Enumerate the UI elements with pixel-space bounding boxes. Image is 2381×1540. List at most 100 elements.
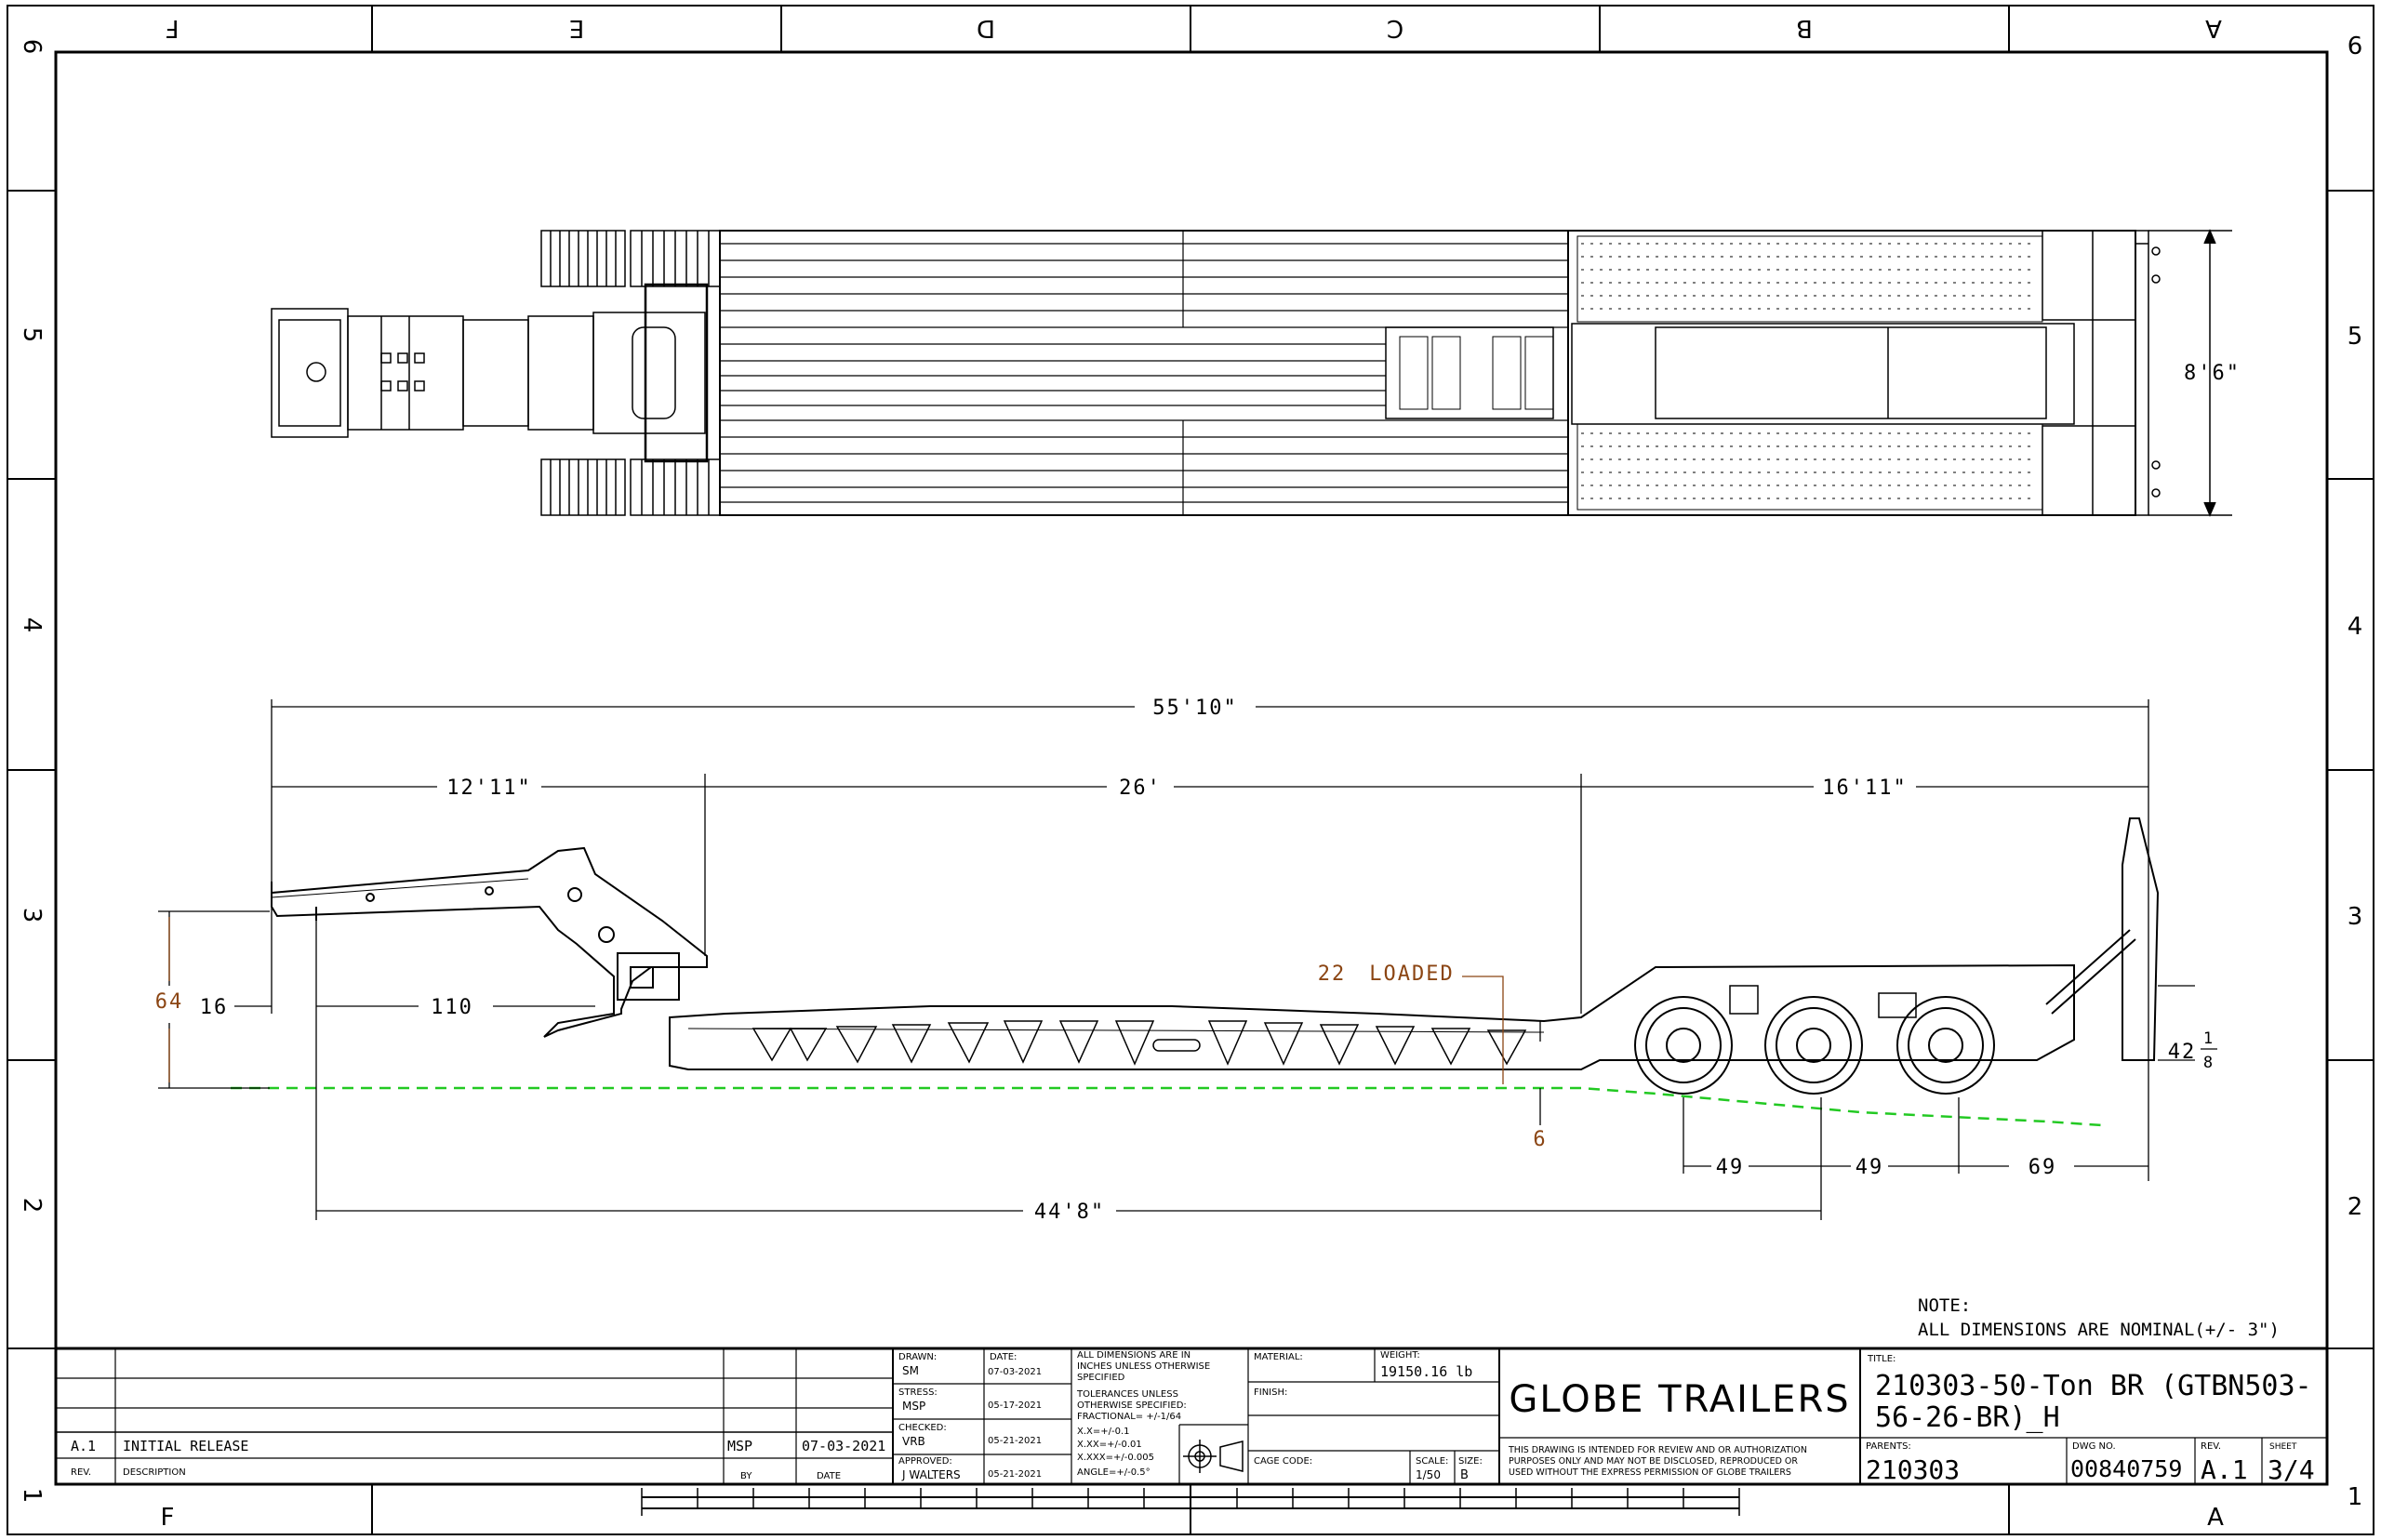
note-label: NOTE: xyxy=(1918,1295,1971,1316)
tolerance-line-5: OTHERWISE SPECIFIED: xyxy=(1077,1401,1187,1411)
drawing-title-line-2: 56-26-BR)_H xyxy=(1875,1401,2060,1434)
approved-date: 05-21-2021 xyxy=(988,1469,1042,1480)
drawn-date: 07-03-2021 xyxy=(988,1367,1042,1377)
dimension-labels: 55'10" 12'11" 26' 16'11" 44'8" 16 110 49… xyxy=(200,697,2215,1224)
projection-symbol-icon xyxy=(1183,1440,1244,1473)
zone-col-top-a: A xyxy=(2205,14,2222,42)
zone-row-left-3: 3 xyxy=(18,908,46,923)
drawn-label: DRAWN: xyxy=(898,1352,937,1362)
zone-col-top-e: E xyxy=(569,14,584,42)
loaded-label: LOADED xyxy=(1369,962,1454,986)
tolerance-line-3: SPECIFIED xyxy=(1077,1373,1125,1383)
trailer-side-view xyxy=(271,817,2160,1095)
checked-date: 05-21-2021 xyxy=(988,1436,1042,1446)
gooseneck-length: 12'11" xyxy=(446,777,531,800)
tolerances-block: ALL DIMENSIONS ARE IN INCHES UNLESS OTHE… xyxy=(1076,1350,1210,1478)
zone-row-right-3: 3 xyxy=(2348,903,2363,931)
zone-row-right-5: 5 xyxy=(2348,323,2363,351)
tolerance-line-10: ANGLE=+/-0.5° xyxy=(1077,1467,1151,1478)
rear-length: 16'11" xyxy=(1822,777,1907,800)
rear-height-whole: 42 xyxy=(2168,1041,2197,1064)
title-rev-label: REV. xyxy=(2201,1441,2221,1452)
date-label: DATE: xyxy=(990,1352,1017,1362)
zone-col-bottom-a: A xyxy=(2207,1504,2224,1532)
tolerance-line-1: ALL DIMENSIONS ARE IN xyxy=(1077,1350,1190,1361)
stress-by: MSP xyxy=(902,1400,925,1413)
title-label: TITLE: xyxy=(1867,1354,1895,1364)
title-rev-value: A.1 xyxy=(2201,1454,2248,1485)
checked-by: VRB xyxy=(902,1435,925,1448)
zone-labels: F E D C B A F A 6 5 4 3 2 1 6 5 4 3 2 1 xyxy=(18,14,2362,1532)
rear-height-numerator: 1 xyxy=(2203,1029,2215,1048)
description-header: DESCRIPTION xyxy=(123,1467,186,1478)
disclaimer-line-1: THIS DRAWING IS INTENDED FOR REVIEW AND … xyxy=(1508,1445,1807,1455)
height-64: 64 xyxy=(155,990,184,1014)
checked-label: CHECKED: xyxy=(898,1423,947,1433)
size-label: SIZE: xyxy=(1458,1456,1483,1467)
zone-row-left-5: 5 xyxy=(18,327,46,343)
rev-by: MSP xyxy=(727,1438,752,1454)
tolerance-line-9: X.XXX=+/-0.005 xyxy=(1077,1453,1154,1463)
beavertail-diamond-plate xyxy=(1581,243,2037,499)
drawing-title-line-1: 210303-50-Ton BR (GTBN503- xyxy=(1875,1370,2312,1402)
rear-height-denominator: 8 xyxy=(2203,1054,2215,1072)
dim-110: 110 xyxy=(431,996,473,1019)
zone-col-top-b: B xyxy=(1796,14,1813,42)
dimension-annotation-lines xyxy=(168,917,1504,1084)
finish-label: FINISH: xyxy=(1254,1387,1287,1398)
weight-value: 19150.16 lb xyxy=(1380,1363,1472,1380)
zone-col-bottom-f: F xyxy=(161,1504,175,1532)
stress-label: STRESS: xyxy=(898,1387,938,1398)
tolerance-line-4: TOLERANCES UNLESS xyxy=(1076,1389,1178,1400)
parents-label: PARENTS: xyxy=(1866,1441,1911,1452)
overall-length: 55'10" xyxy=(1152,697,1237,720)
revision-block: A.1 INITIAL RELEASE MSP 07-03-2021 REV. … xyxy=(71,1438,885,1481)
drop-6: 6 xyxy=(1533,1128,1547,1151)
material-label: MATERIAL: xyxy=(1254,1352,1303,1362)
zone-row-right-6: 6 xyxy=(2348,33,2363,60)
kingpin-to-axle: 44'8" xyxy=(1034,1201,1105,1224)
sheet-value: 3/4 xyxy=(2268,1454,2315,1485)
zone-row-right-1: 1 xyxy=(2348,1483,2363,1511)
rev-description: INITIAL RELEASE xyxy=(123,1438,248,1454)
zone-col-top-c: C xyxy=(1387,14,1403,42)
kingpin-plate-holes xyxy=(380,352,425,392)
scale-value: 1/50 xyxy=(1416,1468,1441,1481)
zone-col-top-f: F xyxy=(166,14,180,42)
axle-spacing-2: 49 xyxy=(1856,1156,1884,1179)
title-block: TITLE: 210303-50-Ton BR (GTBN503- 56-26-… xyxy=(1866,1354,2315,1485)
trailer-top-view xyxy=(271,230,2161,516)
sheet-label: SHEET xyxy=(2269,1442,2297,1452)
disclaimer-line-2: PURPOSES ONLY AND MAY NOT BE DISCLOSED, … xyxy=(1509,1456,1798,1467)
ramp-grip-pattern xyxy=(1399,336,1554,410)
by-header: BY xyxy=(740,1471,752,1481)
dimension-lines xyxy=(158,699,2195,1220)
disclaimer-line-3: USED WITHOUT THE EXPRESS PERMISSION OF G… xyxy=(1509,1467,1791,1478)
note-text: ALL DIMENSIONS ARE NOMINAL(+/- 3") xyxy=(1918,1320,2280,1340)
deck-planks-top xyxy=(720,231,1568,515)
zone-row-left-6: 6 xyxy=(18,39,46,55)
tolerance-line-8: X.XX=+/-0.01 xyxy=(1077,1440,1142,1450)
cage-code-label: CAGE CODE: xyxy=(1254,1456,1312,1467)
ground-line xyxy=(231,1086,2103,1127)
width-dimension xyxy=(2148,229,2232,517)
tolerance-line-7: X.X=+/-0.1 xyxy=(1077,1427,1130,1437)
size-value: B xyxy=(1460,1468,1469,1482)
weight-label: WEIGHT: xyxy=(1380,1350,1420,1361)
zone-col-top-d: D xyxy=(977,14,995,42)
title-block-lines xyxy=(56,1347,2327,1484)
drawing-frame xyxy=(7,5,2374,1535)
zone-row-left-2: 2 xyxy=(18,1198,46,1214)
axle-spacing-3: 69 xyxy=(2029,1156,2057,1179)
material-block: MATERIAL: WEIGHT: 19150.16 lb FINISH: CA… xyxy=(1254,1350,1483,1482)
company-block: GLOBE TRAILERS THIS DRAWING IS INTENDED … xyxy=(1508,1378,1850,1478)
rev-date: 07-03-2021 xyxy=(802,1438,885,1454)
width-value: 8'6" xyxy=(2184,362,2241,385)
rev-value: A.1 xyxy=(71,1438,96,1454)
deck-length: 26' xyxy=(1119,777,1162,800)
approved-label: APPROVED: xyxy=(898,1456,952,1467)
dim-16: 16 xyxy=(200,996,229,1019)
company-name: GLOBE TRAILERS xyxy=(1509,1378,1850,1421)
dwg-no-label: DWG NO. xyxy=(2072,1441,2116,1452)
